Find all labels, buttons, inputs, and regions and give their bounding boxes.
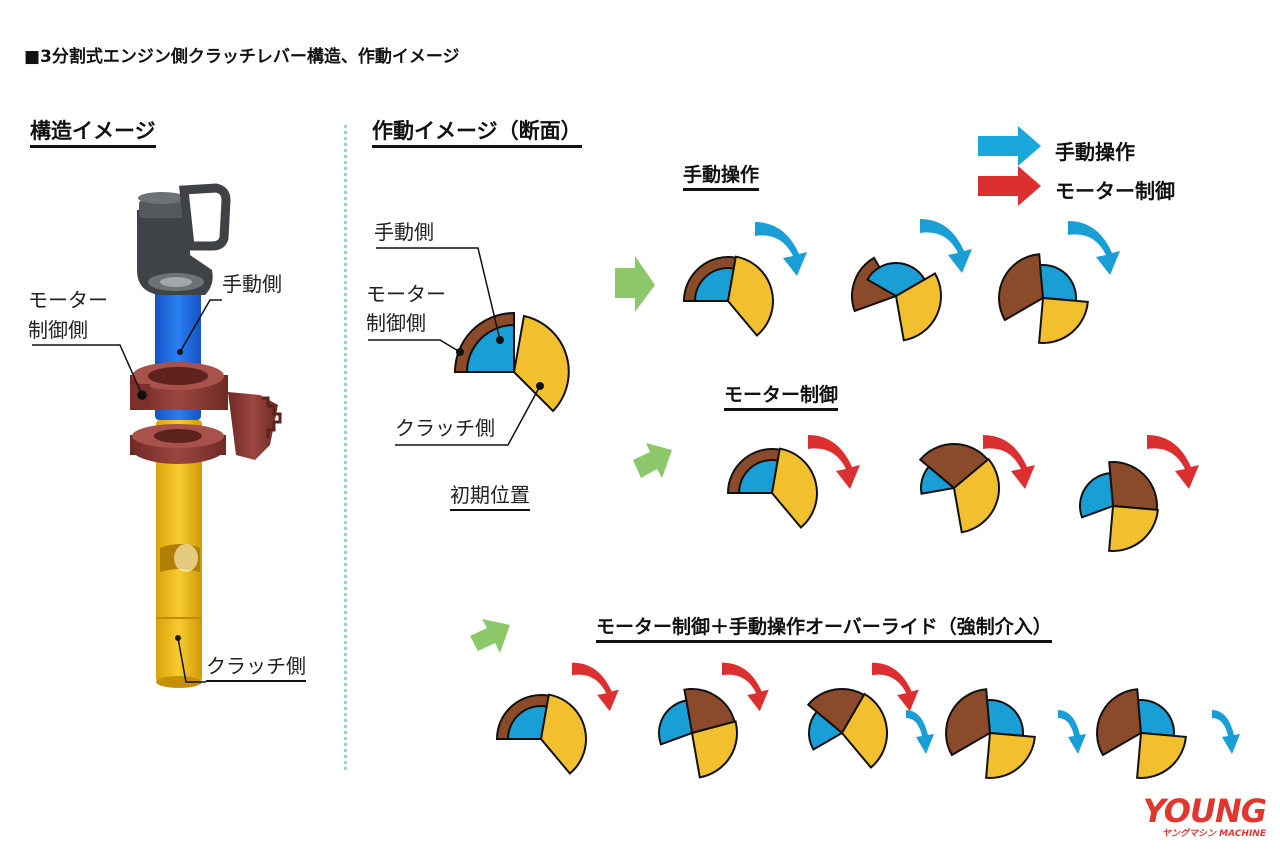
row-title-manual: 手動操作	[683, 163, 760, 191]
structure-motor-label: モーター 制御側	[28, 288, 108, 342]
manual-sector	[1137, 699, 1175, 737]
initial-clutch-label: クラッチ側	[395, 416, 495, 440]
manual-sector	[737, 459, 779, 494]
fan-diagram	[682, 255, 774, 337]
clutch-sector	[770, 447, 818, 529]
manual-sector	[866, 262, 926, 298]
fan-diagram	[1079, 461, 1159, 552]
brand-logo: YOUNG ヤングマシン MACHINE	[1142, 792, 1267, 839]
clutch-sector	[894, 272, 942, 342]
clutch-sector	[985, 731, 1036, 779]
motor-part	[130, 362, 282, 464]
fan-diagram	[806, 688, 888, 769]
manual-sector	[1079, 472, 1115, 519]
section-divider	[344, 125, 347, 770]
motor-sector	[945, 688, 992, 757]
fan-diagram	[918, 442, 1000, 534]
initial-position-diagram	[368, 247, 570, 446]
motor-motion-arrow-icon	[808, 435, 860, 489]
clutch-sector	[840, 692, 888, 769]
motion-arrows	[572, 219, 1240, 754]
manual-motion-arrow-icon	[755, 222, 807, 276]
initial-caption: 初期位置	[450, 483, 530, 511]
motor-motion-arrow-icon	[722, 662, 769, 712]
motor-sector	[1108, 461, 1158, 511]
green-arrow-icon	[633, 443, 672, 478]
structure-manual-label: 手動側	[222, 272, 282, 296]
manual-motion-arrow-icon	[1212, 710, 1240, 754]
row-title-motor: モーター制御	[724, 383, 839, 411]
manual-sector	[920, 465, 957, 495]
legend-manual-label: 手動操作	[1055, 140, 1135, 164]
fan-diagram	[495, 693, 587, 775]
arrow-right-icon	[978, 166, 1041, 206]
motor-sector	[998, 253, 1045, 322]
motor-motion-arrow-icon	[983, 435, 1035, 489]
manual-sector	[1039, 264, 1077, 302]
operation-heading: 作動イメージ（断面）	[372, 118, 582, 148]
motor-motion-arrow-icon	[1147, 435, 1199, 489]
motor-sector	[918, 442, 990, 490]
manual-sector	[986, 699, 1024, 737]
manual-motion-arrow-icon	[920, 219, 972, 273]
manual-sector	[693, 267, 735, 302]
motor-motion-arrow-icon	[872, 662, 919, 712]
green-arrow-icon	[470, 619, 510, 653]
structure-heading: 構造イメージ	[30, 118, 156, 148]
clutch-sector	[1108, 504, 1159, 552]
fan-diagram	[726, 447, 818, 529]
manual-motion-arrow-icon	[906, 710, 934, 754]
fan-diagram	[1096, 688, 1187, 779]
manual-sector	[658, 699, 694, 746]
motor-sector	[1096, 688, 1143, 757]
initial-motor-label: モーター 制御側	[366, 282, 446, 335]
fan-diagram	[945, 688, 1036, 779]
initial-manual-label: 手動側	[374, 220, 434, 244]
manual-sector	[506, 705, 548, 740]
structure-leaders	[32, 299, 222, 683]
page-title: ■3分割式エンジン側クラッチレバー構造、作動イメージ	[24, 47, 460, 67]
green-arrow-icon	[615, 256, 655, 312]
clutch-sector	[1038, 296, 1089, 344]
clutch-sector	[726, 255, 774, 337]
clutch-sector	[539, 693, 587, 775]
fan-diagram	[998, 253, 1089, 344]
fan-diagram	[851, 256, 942, 342]
row-title-override: モーター制御＋手動操作オーバーライド（強制介入）	[596, 615, 1052, 643]
clutch-sector	[690, 720, 739, 779]
clutch-lever-illustration	[130, 183, 282, 688]
manual-motion-arrow-icon	[1058, 710, 1086, 754]
arrow-right-icon	[978, 126, 1041, 166]
manual-sector	[807, 710, 844, 751]
motor-sector	[683, 688, 736, 735]
clutch-sector	[952, 457, 1000, 534]
legend-motor-label: モーター制御	[1055, 179, 1175, 203]
clutch-sector	[1136, 731, 1187, 779]
motor-sector	[806, 688, 866, 735]
manual-motion-arrow-icon	[1068, 221, 1120, 275]
lever-bracket	[137, 183, 231, 295]
transition-arrows	[470, 256, 672, 653]
fan-diagram	[658, 688, 739, 779]
structure-clutch-label: クラッチ側	[206, 654, 306, 682]
motor-motion-arrow-icon	[572, 662, 619, 712]
fan-steps	[495, 253, 1187, 779]
